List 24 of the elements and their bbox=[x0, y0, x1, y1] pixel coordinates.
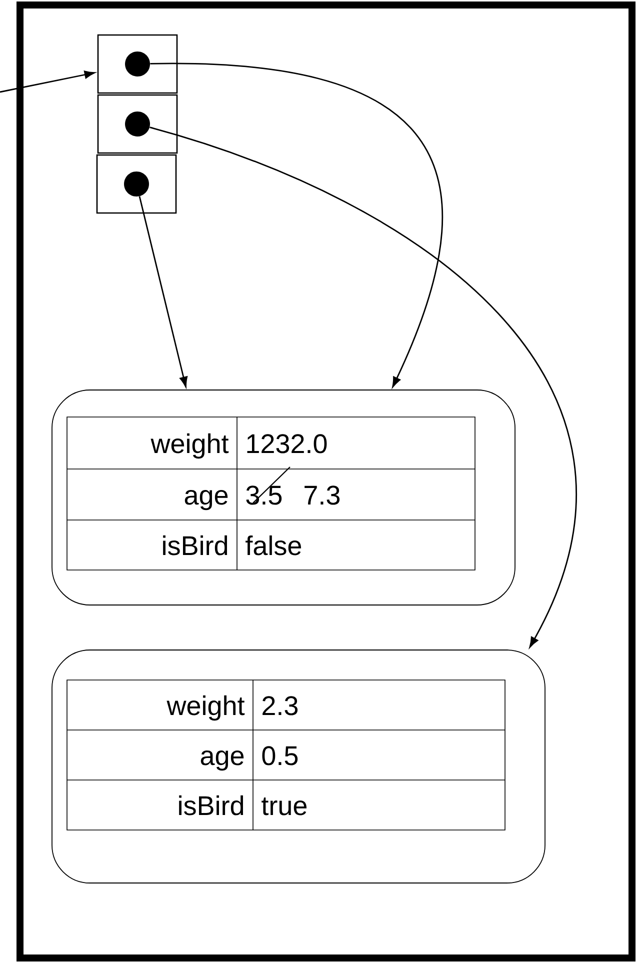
table-cell: false bbox=[246, 535, 302, 556]
arrow bbox=[138, 196, 188, 388]
array-cell bbox=[96, 154, 177, 214]
table-cell: 2.3 bbox=[262, 696, 298, 716]
object-box bbox=[52, 390, 516, 606]
object-box bbox=[52, 650, 546, 884]
table-cell: isBird bbox=[179, 795, 244, 816]
table-cell: true bbox=[262, 798, 307, 816]
reference-dot bbox=[125, 52, 150, 76]
table-cell: age bbox=[184, 490, 228, 510]
table-cell: weight bbox=[150, 433, 229, 459]
table-cell: 0.5 bbox=[262, 746, 298, 766]
table-cell: isBird bbox=[163, 535, 228, 556]
arrow bbox=[150, 126, 576, 648]
arrow bbox=[0, 70, 95, 93]
reference-dot bbox=[124, 172, 149, 196]
table-cell: 7.3 bbox=[304, 486, 340, 505]
table-cell: age bbox=[200, 750, 244, 771]
table-cell: 1232.0 bbox=[247, 434, 327, 454]
table-cell: weight bbox=[166, 695, 245, 721]
array-cell bbox=[97, 94, 178, 154]
arrow bbox=[150, 63, 443, 388]
reference-dot bbox=[125, 112, 150, 136]
array-cell bbox=[97, 34, 178, 94]
